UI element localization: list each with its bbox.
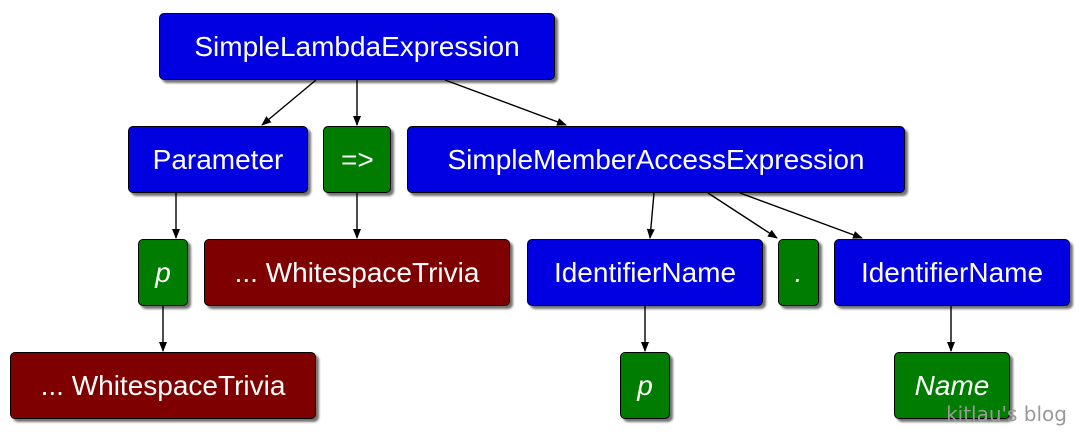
node-label: IdentifierName (860, 256, 1044, 288)
node-arrow-whitespace-trivia: ... WhitespaceTrivia (204, 239, 510, 306)
node-label: IdentifierName (553, 256, 737, 288)
node-dot-token: . (778, 239, 819, 306)
edge-root-to-member-access (444, 79, 567, 126)
node-label: p (155, 256, 171, 288)
watermark: kitlau's blog (946, 402, 1067, 426)
node-p-whitespace-trivia: ... WhitespaceTrivia (10, 352, 316, 419)
node-label: SimpleMemberAccessExpression (447, 143, 865, 175)
node-label: ... WhitespaceTrivia (40, 369, 286, 401)
node-arrow-token: => (323, 126, 391, 193)
edge-root-to-parameter (261, 79, 317, 126)
node-simple-lambda-expression: SimpleLambdaExpression (159, 13, 555, 80)
node-label: Name (914, 369, 990, 401)
node-simple-member-access-expression: SimpleMemberAccessExpression (407, 126, 905, 193)
node-identifier-name-right: IdentifierName (834, 239, 1070, 306)
edge-member-access-to-dot (707, 192, 778, 239)
edge-member-access-to-identifier-left (646, 192, 655, 239)
node-label: ... WhitespaceTrivia (234, 256, 480, 288)
node-p-identifier-token: p (620, 352, 670, 419)
node-label: p (637, 369, 653, 401)
node-p-token: p (138, 239, 188, 306)
node-label: => (340, 143, 374, 175)
node-label: SimpleLambdaExpression (194, 30, 520, 62)
node-identifier-name-left: IdentifierName (527, 239, 763, 306)
node-label: . (794, 256, 803, 288)
node-name-token: Name (894, 352, 1010, 419)
node-parameter: Parameter (128, 126, 308, 193)
node-label: Parameter (152, 143, 284, 175)
edge-member-access-to-identifier-right (739, 192, 863, 239)
